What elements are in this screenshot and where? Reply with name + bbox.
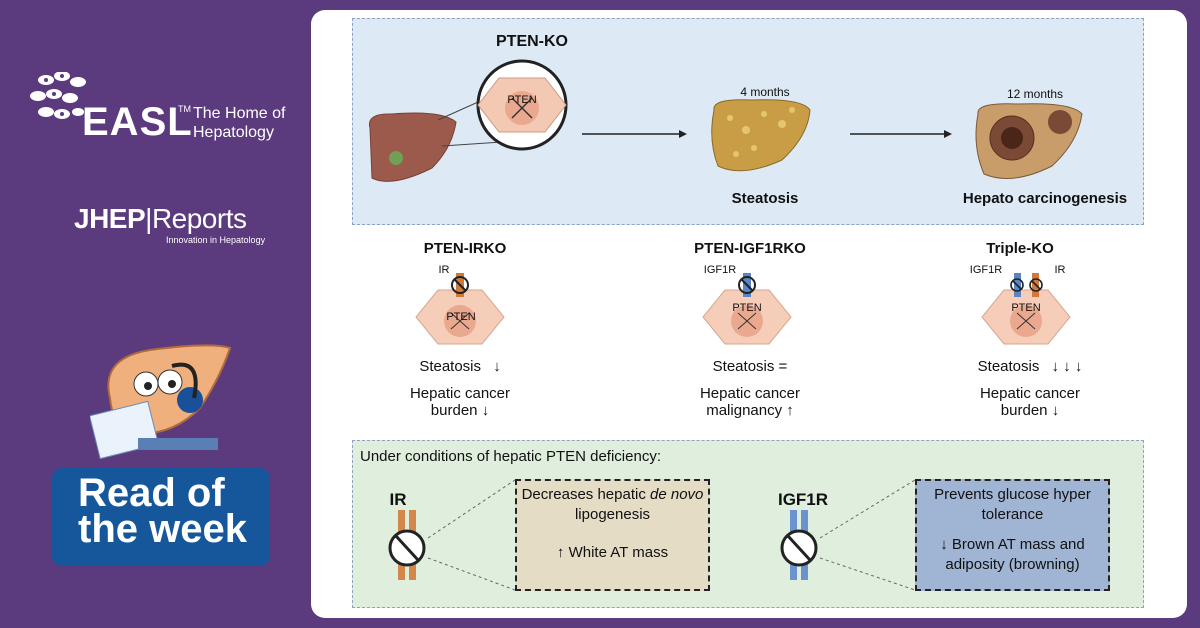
easl-tagline: The Home of Hepatology bbox=[193, 105, 286, 141]
hepatocyte-igf1rko-icon bbox=[702, 273, 792, 345]
jhep-bold: JHEP bbox=[74, 203, 146, 234]
hepatocyte-triple-ko-icon bbox=[981, 273, 1071, 345]
down-arrow-icon: ↓ bbox=[1051, 402, 1060, 419]
triple-ir-label: IR bbox=[1054, 264, 1066, 276]
ir-effects-box: Decreases hepatic de novo lipogenesis ↑ … bbox=[515, 479, 710, 591]
igf1rko-malignancy: malignancy bbox=[706, 402, 783, 419]
pten-igf1rko-title: PTEN-IGF1RKO bbox=[694, 240, 806, 257]
igf1r-receptor-icon bbox=[780, 510, 818, 580]
healthy-liver-icon bbox=[368, 112, 457, 182]
pten-irko-title: PTEN-IRKO bbox=[423, 240, 507, 257]
read-week-line1: Read of bbox=[78, 471, 225, 515]
jhep-subtitle: Innovation in Hepatology bbox=[166, 235, 266, 245]
down-arrow-icon: ↓ bbox=[940, 536, 948, 553]
igf1r-effects-box: Prevents glucose hyper tolerance ↓ Brown… bbox=[915, 479, 1110, 591]
triple-cancer: Hepatic cancer bbox=[979, 385, 1081, 402]
irko-burden: burden bbox=[430, 402, 478, 419]
deficiency-heading: Under conditions of hepatic PTEN deficie… bbox=[360, 448, 661, 465]
pten-ko-progression-diagram bbox=[368, 59, 1083, 182]
pten-ko-label: PTEN-KO bbox=[496, 33, 568, 50]
igf1r-effect-glucose: Prevents glucose hyper tolerance bbox=[934, 486, 1091, 523]
read-week-line2: the week bbox=[78, 507, 247, 551]
triple-ko-title: Triple-KO bbox=[986, 240, 1054, 257]
easl-logo-icon bbox=[30, 72, 86, 119]
pten-label: PTEN bbox=[1011, 302, 1041, 314]
stage2-time: 12 months bbox=[1006, 87, 1064, 101]
liver-mascot-icon bbox=[90, 344, 232, 460]
triple-ko-outcome: Steatosis ↓ ↓ ↓ Hepatic cancer burden ↓ bbox=[960, 358, 1100, 419]
easl-wordmark: EASL bbox=[82, 100, 193, 144]
jhep-reports-logo: JHEP|Reports Innovation in Hepatology bbox=[74, 203, 266, 245]
ir-effect-white-at: ↑ White AT mass bbox=[556, 544, 669, 561]
stage1-label: Steatosis bbox=[731, 190, 799, 207]
down-arrow-icon: ↓ bbox=[493, 358, 501, 375]
igf1rko-steatosis: Steatosis = bbox=[712, 358, 788, 375]
igf1rko-outcome: Steatosis = Hepatic cancer malignancy ↑ bbox=[680, 358, 820, 419]
igf1rko-cancer: Hepatic cancer bbox=[699, 385, 801, 402]
up-arrow-icon: ↑ bbox=[556, 544, 565, 561]
irko-steatosis: Steatosis bbox=[419, 358, 482, 375]
down-arrow-icon: ↓ bbox=[481, 402, 490, 419]
ir-receptor-label: IR bbox=[438, 264, 450, 276]
triple-steatosis: Steatosis bbox=[977, 358, 1040, 375]
triple-igf1r-label: IGF1R bbox=[969, 264, 1003, 276]
igf1r-receptor-label: IGF1R bbox=[703, 264, 737, 276]
igf1r-effect-brown-at: ↓ Brown AT mass and adiposity (browning) bbox=[940, 536, 1085, 573]
irko-cancer: Hepatic cancer bbox=[409, 385, 511, 402]
arrow-icon bbox=[944, 130, 952, 138]
read-of-the-week-badge: Read of the week bbox=[52, 468, 270, 566]
triple-burden: burden bbox=[1000, 402, 1048, 419]
receptor-knockout-diagram bbox=[388, 479, 916, 591]
pten-label: PTEN bbox=[507, 94, 537, 106]
irko-outcome: Steatosis ↓ Hepatic cancer burden ↓ bbox=[400, 358, 520, 419]
steatotic-liver-icon bbox=[711, 99, 811, 172]
ir-effect-lipogenesis: Decreases hepatic de novo lipogenesis bbox=[521, 486, 704, 523]
knockout-cells-diagram bbox=[415, 273, 1071, 345]
pten-label: PTEN bbox=[446, 311, 476, 323]
ir-label: IR bbox=[389, 490, 407, 509]
arrow-icon bbox=[679, 130, 687, 138]
easl-trademark: TM bbox=[178, 104, 191, 114]
ir-receptor-icon bbox=[388, 510, 426, 580]
up-arrow-icon: ↑ bbox=[786, 402, 794, 419]
pten-label: PTEN bbox=[732, 302, 762, 314]
stage1-time: 4 months bbox=[740, 85, 790, 99]
jhep-reports: Reports bbox=[151, 203, 247, 234]
down-arrows-icon: ↓ ↓ ↓ bbox=[1051, 358, 1083, 375]
igf1r-label: IGF1R bbox=[777, 490, 829, 509]
stage2-label: Hepato carcinogenesis bbox=[962, 190, 1128, 207]
hepatocyte-irko-icon bbox=[415, 273, 505, 345]
